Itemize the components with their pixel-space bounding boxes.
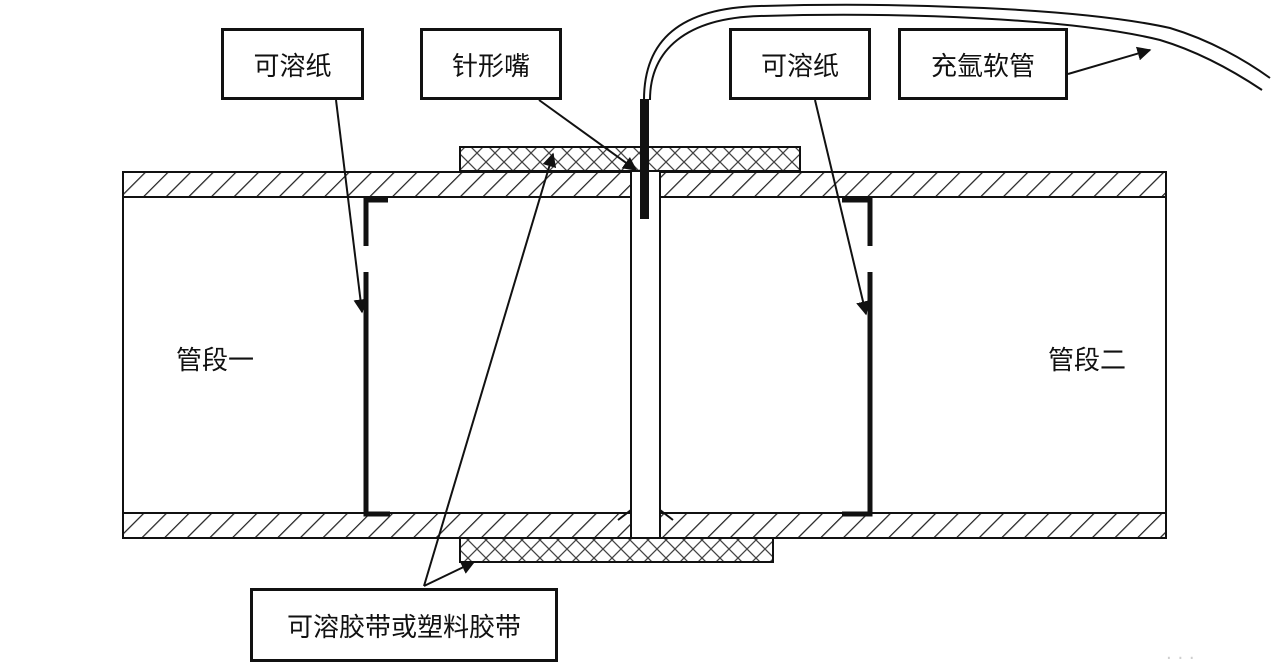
arrow-paper-right: [814, 99, 870, 316]
top-tape: [459, 146, 801, 172]
needle-nozzle: [640, 99, 649, 219]
label-tape: 可溶胶带或塑料胶带: [250, 588, 558, 662]
dissolvable-paper-left: [363, 197, 390, 517]
arrow-needle: [538, 99, 638, 171]
arrow-tape-bottom: [423, 561, 476, 587]
arrow-argon-hose: [1067, 46, 1152, 75]
label-dissolvable-paper-left: 可溶纸: [221, 28, 364, 100]
bottom-tape: [459, 537, 774, 563]
label-pipe-section-one: 管段一: [176, 346, 255, 376]
label-pipe-section-two: 管段二: [1048, 346, 1127, 376]
argon-hose-inner: [649, 13, 1263, 101]
label-dissolvable-paper-right: 可溶纸: [729, 28, 871, 100]
arrow-tape-top: [423, 152, 557, 587]
argon-hose-outer: [643, 3, 1271, 101]
weld-gap-top: [630, 180, 661, 197]
label-needle-nozzle: 针形嘴: [420, 28, 562, 100]
dissolvable-paper-right: [842, 197, 873, 517]
label-argon-hose: 充氩软管: [898, 28, 1068, 100]
arrow-paper-left: [335, 99, 368, 314]
pipe-section-two: [659, 171, 1167, 539]
watermark-fragment: · · ·: [1166, 648, 1195, 665]
weld-gap-bottom: [617, 507, 674, 538]
